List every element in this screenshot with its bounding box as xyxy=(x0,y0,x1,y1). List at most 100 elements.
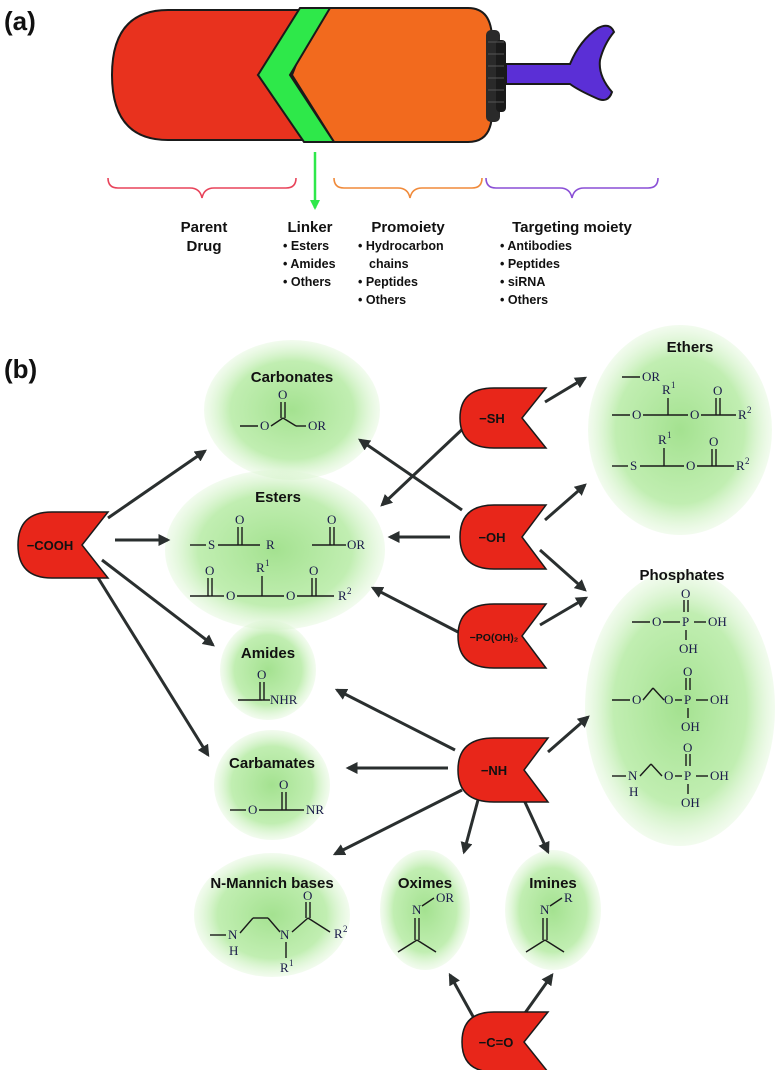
atom-oh: OH xyxy=(710,768,729,783)
atom-oh: OH xyxy=(679,641,698,656)
atom-or: OR xyxy=(642,369,660,384)
arrow-oh-ethers xyxy=(544,483,587,522)
segment-promoiety: Promoiety • Hydrocarbon chains • Peptide… xyxy=(358,219,445,307)
atom-p: P xyxy=(684,692,691,707)
atom-o: O xyxy=(248,802,257,817)
atom-r: R xyxy=(266,537,275,552)
segment-parent-drug: Parent Drug xyxy=(181,219,228,255)
atom-o: O xyxy=(652,614,661,629)
ethers-title: Ethers xyxy=(667,339,714,356)
mannich-structure: N-Mannich bases N H N R 1 O R 2 xyxy=(210,875,348,975)
arrows xyxy=(90,376,590,1021)
carbamates-structure: Carbamates O O NR xyxy=(229,755,324,817)
atom-r2: R xyxy=(736,458,745,473)
atom-nr: NR xyxy=(306,802,324,817)
atom-n: N xyxy=(628,768,638,783)
atom-p: P xyxy=(684,768,691,783)
atom-r1: R xyxy=(280,960,289,975)
amides-structure: Amides O NHR xyxy=(238,645,298,707)
group-oh-label: −OH xyxy=(478,530,505,545)
arrow-nh-mannich xyxy=(332,788,463,856)
segment-item: • Hydrocarbon xyxy=(358,239,444,253)
atom-o: O xyxy=(681,586,690,601)
arrow-po-phosphates xyxy=(539,596,589,627)
arrow-oh-carbonates xyxy=(358,438,463,512)
bracket-parent-drug xyxy=(107,177,297,199)
group-sh-label: −SH xyxy=(479,411,505,426)
segment-item: • siRNA xyxy=(500,275,545,289)
superscript: 1 xyxy=(671,380,676,390)
atom-r2: R xyxy=(738,407,747,422)
arrow-nh-amides xyxy=(334,688,456,752)
arrow-nh-imines xyxy=(522,799,550,855)
arrow-sh-esters xyxy=(380,420,472,507)
atom-or: OR xyxy=(308,418,326,433)
group-nh-label: −NH xyxy=(481,763,507,778)
atom-n: N xyxy=(540,902,550,917)
arrow-sh-ethers xyxy=(544,376,588,404)
blob-imines xyxy=(505,850,601,970)
arrow-nh-phosphates xyxy=(547,715,590,754)
superscript: 2 xyxy=(747,405,752,415)
blob-ethers xyxy=(588,325,772,535)
atom-o: O xyxy=(709,434,718,449)
group-po-label: −PO(OH)₂ xyxy=(470,632,519,644)
atom-h: H xyxy=(629,784,638,799)
segment-targeting: Targeting moiety • Antibodies • Peptides… xyxy=(500,219,633,307)
oximes-title: Oximes xyxy=(398,875,452,892)
linker-shape xyxy=(256,7,336,143)
mannich-title: N-Mannich bases xyxy=(210,875,333,892)
blob-phosphates xyxy=(585,570,775,846)
arrow-nh-oximes xyxy=(460,799,480,855)
bracket-promoiety xyxy=(333,177,483,199)
atom-nhr: NHR xyxy=(270,692,298,707)
functional-groups: −COOH −SH −OH −PO(OH)₂ −NH −C=O xyxy=(17,387,550,1070)
group-co: −C=O xyxy=(461,1011,550,1070)
superscript: 1 xyxy=(289,958,294,968)
atom-o: O xyxy=(226,588,235,603)
atom-r2: R xyxy=(334,926,343,941)
atom-r: R xyxy=(564,890,573,905)
segment-item: chains xyxy=(369,257,409,271)
bracket-targeting xyxy=(485,177,659,199)
oximes-structure: Oximes N OR xyxy=(397,875,454,953)
atom-o: O xyxy=(205,563,214,578)
atom-oh: OH xyxy=(681,719,700,734)
blob-oximes xyxy=(380,850,470,970)
atom-o: O xyxy=(690,407,699,422)
atom-o: O xyxy=(683,664,692,679)
atom-n: N xyxy=(280,927,290,942)
segment-item: • Others xyxy=(358,293,406,307)
atom-o: O xyxy=(713,383,722,398)
atom-s: S xyxy=(630,458,637,473)
ethers-structure: Ethers OR O R 1 O O R 2 S R 1 O O R 2 xyxy=(612,339,752,473)
carbonates-structure: Carbonates O O OR xyxy=(240,369,333,433)
atom-o: O xyxy=(286,588,295,603)
segment-item: • Peptides xyxy=(500,257,560,271)
atom-n: N xyxy=(228,927,238,942)
blob-carbamates xyxy=(214,730,330,840)
atom-p: P xyxy=(682,614,689,629)
promoiety-shape xyxy=(290,7,493,143)
segment-item: • Others xyxy=(283,275,331,289)
segment-title: Promoiety xyxy=(371,219,445,236)
segment-linker: Linker • Esters • Amides • Others xyxy=(283,219,336,289)
blob-carbonates xyxy=(204,340,380,480)
atom-o: O xyxy=(683,740,692,755)
group-nh: −NH xyxy=(457,737,550,803)
atom-o: O xyxy=(327,512,336,527)
segment-title: Drug xyxy=(187,238,222,255)
group-sh: −SH xyxy=(459,387,548,449)
atom-n: N xyxy=(412,902,422,917)
segment-title: Linker xyxy=(287,219,332,236)
phosphates-structure: Phosphates O P O OH OH O O P O OH OH N H… xyxy=(612,567,729,810)
atom-o: O xyxy=(686,458,695,473)
group-co-label: −C=O xyxy=(479,1035,514,1050)
atom-o: O xyxy=(664,692,673,707)
atom-s: S xyxy=(208,537,215,552)
segment-item: • Amides xyxy=(283,257,336,271)
arrow-cooh-carbamates xyxy=(90,567,210,758)
segment-title: Targeting moiety xyxy=(512,219,632,236)
blob-mannich xyxy=(194,853,350,977)
segment-item: • Esters xyxy=(283,239,329,253)
